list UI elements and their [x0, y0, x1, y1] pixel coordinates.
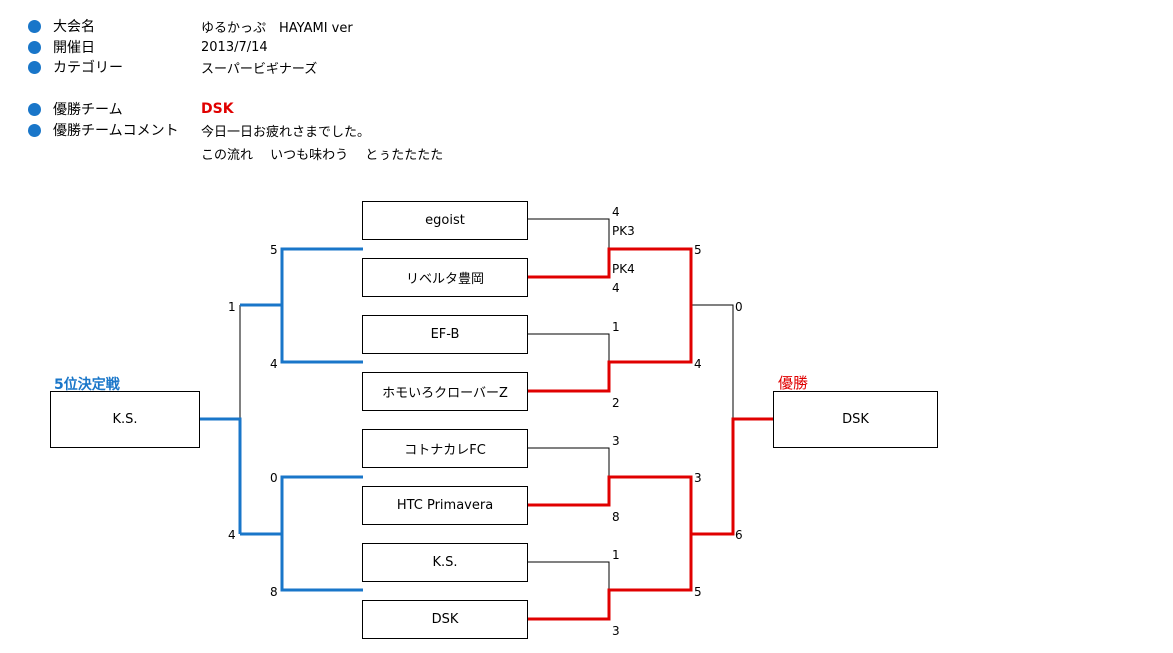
- score-sf1-bottom: 4: [694, 357, 702, 371]
- info-value: 今日一日お疲れさまでした。: [201, 124, 371, 140]
- team-box-egoist: egoist: [362, 201, 528, 240]
- info-value: ゆるかっぷ HAYAMI ver: [201, 20, 353, 36]
- line-r1-m2-top: [527, 333, 610, 362]
- team-box-riberta: リベルタ豊岡: [362, 258, 528, 297]
- champion-title: 優勝: [778, 374, 809, 392]
- score-r1-m4-top: 1: [612, 548, 620, 562]
- info-label: カテゴリー: [53, 60, 123, 76]
- score-final-bottom: 6: [735, 528, 743, 542]
- fifth-place-title: 5位決定戦: [54, 377, 120, 393]
- team-box-homoiro: ホモいろクローバーZ: [362, 372, 528, 411]
- cons-line-1-bottom: [280, 305, 363, 364]
- info-row-category: カテゴリー スーパービギナーズ: [28, 57, 317, 77]
- score-sf2-bottom: 5: [694, 585, 702, 599]
- score-cons1-top: 5: [270, 243, 278, 257]
- champion-box: DSK: [773, 391, 938, 448]
- score-r1-m1-top-pk: PK3: [612, 224, 635, 238]
- info-value: 2013/7/14: [201, 39, 268, 55]
- winner-line-r1-m3: [527, 475, 693, 534]
- info-label: 大会名: [53, 19, 95, 35]
- score-cons-final-bottom: 4: [228, 528, 236, 542]
- cons-line-2-bottom: [280, 534, 363, 592]
- team-box-efb: EF-B: [362, 315, 528, 354]
- winner-line-r1-m1: [527, 247, 693, 305]
- score-r1-m1-bottom: 4: [612, 281, 620, 295]
- score-cons2-top: 0: [270, 471, 278, 485]
- score-sf1-top: 5: [694, 243, 702, 257]
- score-sf2-top: 3: [694, 471, 702, 485]
- team-box-htc: HTC Primavera: [362, 486, 528, 525]
- info-value-winner: DSK: [201, 101, 234, 117]
- info-row-comment: 優勝チームコメント 今日一日お疲れさまでした。: [28, 120, 370, 140]
- team-box-kotonakare: コトナカレFC: [362, 429, 528, 468]
- score-cons2-bottom: 8: [270, 585, 278, 599]
- team-box-ks: K.S.: [362, 543, 528, 582]
- score-r1-m2-top: 1: [612, 320, 620, 334]
- bracket-consolation-path: [200, 247, 363, 592]
- info-row-tournament-name: 大会名 ゆるかっぷ HAYAMI ver: [28, 16, 353, 36]
- fifth-place-box: K.S.: [50, 391, 200, 448]
- winner-line-final: [691, 417, 773, 536]
- info-row-winner: 優勝チーム DSK: [28, 99, 234, 119]
- score-r1-m1-top: 4: [612, 205, 620, 219]
- score-r1-m3-top: 3: [612, 434, 620, 448]
- cons-line-final: [200, 417, 242, 534]
- cons-line-2-top: [240, 475, 363, 536]
- line-r1-m4-top: [527, 561, 610, 590]
- winner-line-r1-m4: [527, 534, 693, 621]
- score-cons1-bottom: 4: [270, 357, 278, 371]
- team-box-dsk: DSK: [362, 600, 528, 639]
- line-r1-m3-top: [527, 447, 610, 477]
- info-row-date: 開催日 2013/7/14: [28, 37, 268, 57]
- info-label: 開催日: [53, 40, 95, 56]
- bullet-icon: [28, 60, 41, 74]
- winner-line-r1-m2: [527, 305, 693, 393]
- comment-line-2: この流れ いつも味わう とぅたたたた: [201, 148, 444, 163]
- score-final-top: 0: [735, 300, 743, 314]
- line-final-top: [691, 304, 734, 419]
- line-r1-m1-top: [527, 218, 610, 277]
- score-r1-m2-bottom: 2: [612, 396, 620, 410]
- bullet-icon: [28, 102, 41, 116]
- info-label: 優勝チームコメント: [53, 123, 179, 139]
- info-value: スーパービギナーズ: [201, 61, 318, 77]
- bullet-icon: [28, 19, 41, 33]
- score-r1-m4-bottom: 3: [612, 624, 620, 638]
- score-r1-m1-bottom-pk: PK4: [612, 262, 635, 276]
- score-r1-m3-bottom: 8: [612, 510, 620, 524]
- info-label: 優勝チーム: [53, 102, 123, 118]
- bracket-winner-path: [527, 247, 773, 621]
- bullet-icon: [28, 40, 41, 54]
- score-cons-final-top: 1: [228, 300, 236, 314]
- bullet-icon: [28, 123, 41, 137]
- cons-line-1-top: [240, 247, 363, 307]
